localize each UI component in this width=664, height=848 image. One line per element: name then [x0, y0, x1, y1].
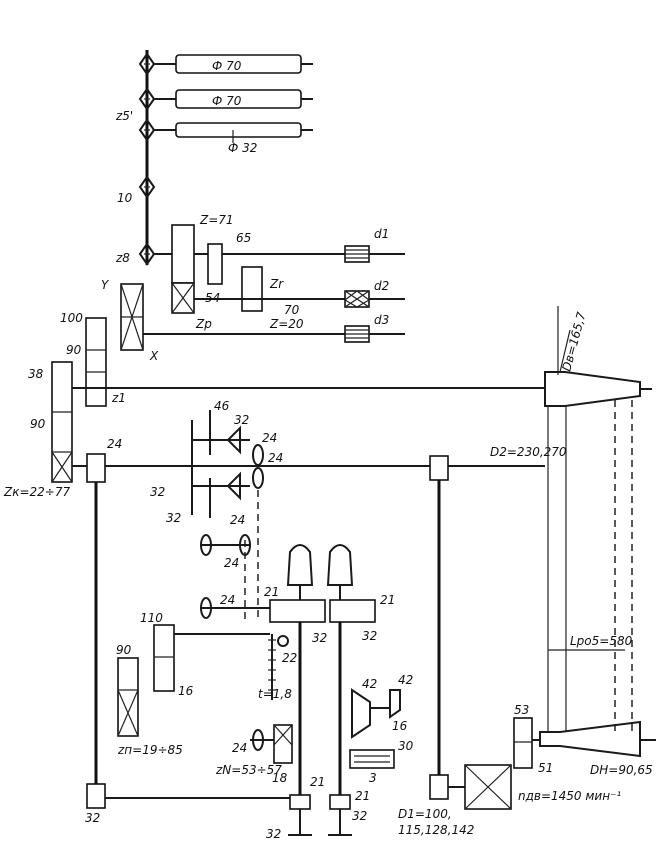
label-32e: 32: [362, 629, 377, 643]
label-x: X: [149, 349, 159, 363]
label-z71: Z=71: [199, 213, 234, 227]
cone-upper: [544, 371, 641, 407]
tool-head-right: [326, 544, 354, 586]
gear-65: [207, 243, 223, 285]
label-24e: 24: [224, 556, 239, 570]
label-d1r: D1=100,: [398, 807, 452, 821]
label-21a: 21: [264, 585, 279, 599]
pulley-32-bottom: [86, 783, 106, 809]
label-zn2: zN=53÷57: [215, 763, 282, 777]
label-42b: 42: [398, 673, 413, 687]
label-32d: 32: [312, 631, 327, 645]
label-30: 30: [398, 739, 414, 753]
label-32b: 32: [150, 485, 165, 499]
bevel-24-bottom: [252, 467, 264, 489]
label-zn: zп=19÷85: [117, 743, 183, 757]
gear-stack-110: 110 90 16 zп=19÷85: [116, 611, 270, 757]
label-3: 3: [369, 771, 377, 785]
label-38: 38: [28, 367, 44, 381]
label-phi70a: Ф 70: [212, 59, 242, 73]
label-54: 54: [205, 291, 220, 305]
gear-zn: [273, 724, 293, 764]
label-16a: 16: [178, 684, 194, 698]
label-db: Dв=165,7: [559, 310, 588, 373]
pulley-24-left: [86, 453, 106, 483]
label-32h: 32: [352, 809, 367, 823]
label-90a: 90: [66, 343, 82, 357]
label-zk: Zк=22÷77: [3, 485, 70, 499]
label-22: 22: [282, 651, 297, 665]
label-32c: 32: [166, 511, 181, 525]
worm-30: [349, 749, 395, 769]
label-110: 110: [140, 611, 163, 625]
label-24f: 24: [220, 593, 235, 607]
label-24d: 24: [230, 513, 245, 527]
rack-pinion: 22 t=1,8: [258, 634, 297, 701]
gear-53-51: [513, 717, 533, 769]
label-z8: z8: [115, 251, 130, 265]
gear-stack-100-90: [85, 317, 107, 407]
label-y: Y: [101, 278, 110, 292]
label-d2: d2: [374, 279, 389, 293]
label-lpo: Lро5=580: [570, 634, 633, 648]
label-z5: z5': [115, 109, 133, 123]
sprocket-4: [138, 175, 156, 199]
gear-zr: [241, 266, 263, 312]
label-42a: 42: [362, 677, 377, 691]
label-32a: 32: [234, 413, 249, 427]
label-zp: Zp: [195, 317, 212, 331]
label-dn: DH=90,65: [590, 763, 653, 777]
label-10: 10: [117, 191, 133, 205]
label-21c: 21: [310, 775, 325, 789]
label-21d: 21: [355, 789, 370, 803]
gear-stack-38-90: [51, 361, 73, 483]
label-d1: d1: [374, 227, 389, 241]
label-100: 100: [60, 311, 83, 325]
label-51: 51: [538, 761, 553, 775]
label-32f: 32: [85, 811, 100, 825]
label-d2r: D2=230,270: [490, 445, 567, 459]
label-18: 18: [272, 771, 288, 785]
cone-lower: [539, 720, 641, 758]
label-32g: 32: [266, 827, 281, 841]
label-16b: 16: [392, 719, 408, 733]
tool-head-left: [286, 544, 314, 586]
left-gear-stacks: 100 90 z1 38 90 Zк=22÷77: [3, 311, 545, 499]
label-zr: Zr: [269, 277, 284, 291]
spindle-heads: 21 21 32 32 21 21 32 32: [264, 544, 395, 841]
label-24b: 24: [262, 431, 277, 445]
lower-bevel: 42 42 16 30 3 24 zN=53÷57 18: [215, 673, 414, 785]
label-90c: 90: [116, 643, 132, 657]
label-53: 53: [514, 703, 529, 717]
main-shaft: 24 32 D2=230,270: [72, 437, 567, 825]
label-d1r2: 115,128,142: [398, 823, 474, 837]
label-24g: 24: [232, 741, 247, 755]
roll-phi32: [175, 122, 302, 138]
label-46: 46: [214, 399, 230, 413]
label-24c: 24: [268, 451, 283, 465]
label-65: 65: [236, 231, 251, 245]
label-z1: z1: [111, 391, 126, 405]
label-t18: t=1,8: [258, 687, 292, 701]
label-ndv: nдв=1450 мин⁻¹: [518, 789, 621, 803]
pulley-d1: [429, 774, 449, 800]
label-70: 70: [284, 303, 300, 317]
label-phi32: Ф 32: [228, 141, 257, 155]
label-21b: 21: [380, 593, 395, 607]
label-24a: 24: [107, 437, 122, 451]
label-phi70b: Ф 70: [212, 94, 242, 108]
right-drive: D1=100, 115,128,142 nдв=1450 мин⁻¹ Dв=16…: [398, 306, 656, 837]
label-d3: d3: [374, 313, 389, 327]
label-z20: Z=20: [269, 317, 304, 331]
gearbox-upper: Z=71 65 54 Zp Zr 70 Z=20 d1 d2 d3 Y X: [101, 213, 405, 363]
label-90b: 90: [30, 417, 46, 431]
top-vertical-shaft: Ф 70 Ф 70 Ф 32 z5' 10 z8: [115, 50, 313, 266]
bevel-block: 46 32 24 24 32 32 24: [150, 399, 283, 620]
bevel-24-top: [252, 444, 264, 466]
pulley-d2: [429, 455, 449, 481]
gear-z71: [171, 224, 195, 284]
